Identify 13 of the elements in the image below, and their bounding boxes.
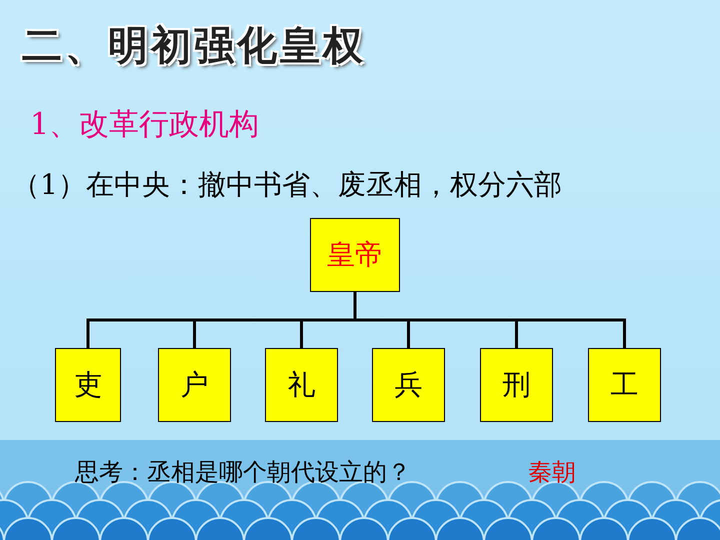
question: 思考：丞相是哪个朝代设立的？: [75, 457, 411, 488]
ministry-box: 工: [588, 348, 661, 422]
heading: 1、改革行政机构: [30, 106, 260, 144]
ministry-box: 兵: [372, 348, 445, 422]
answer: 秦朝: [528, 457, 576, 488]
title: 二、明初强化皇权: [22, 21, 366, 71]
ministry-box: 刑: [480, 348, 553, 422]
ministry-box: 礼: [265, 348, 338, 422]
ministry-box: 户: [158, 348, 231, 422]
emperor-box: 皇帝: [310, 218, 400, 292]
connector-line: [354, 292, 626, 348]
statement: （1）在中央：撤中书省、废丞相，权分六部: [12, 167, 562, 203]
ministry-box: 吏: [55, 348, 121, 422]
